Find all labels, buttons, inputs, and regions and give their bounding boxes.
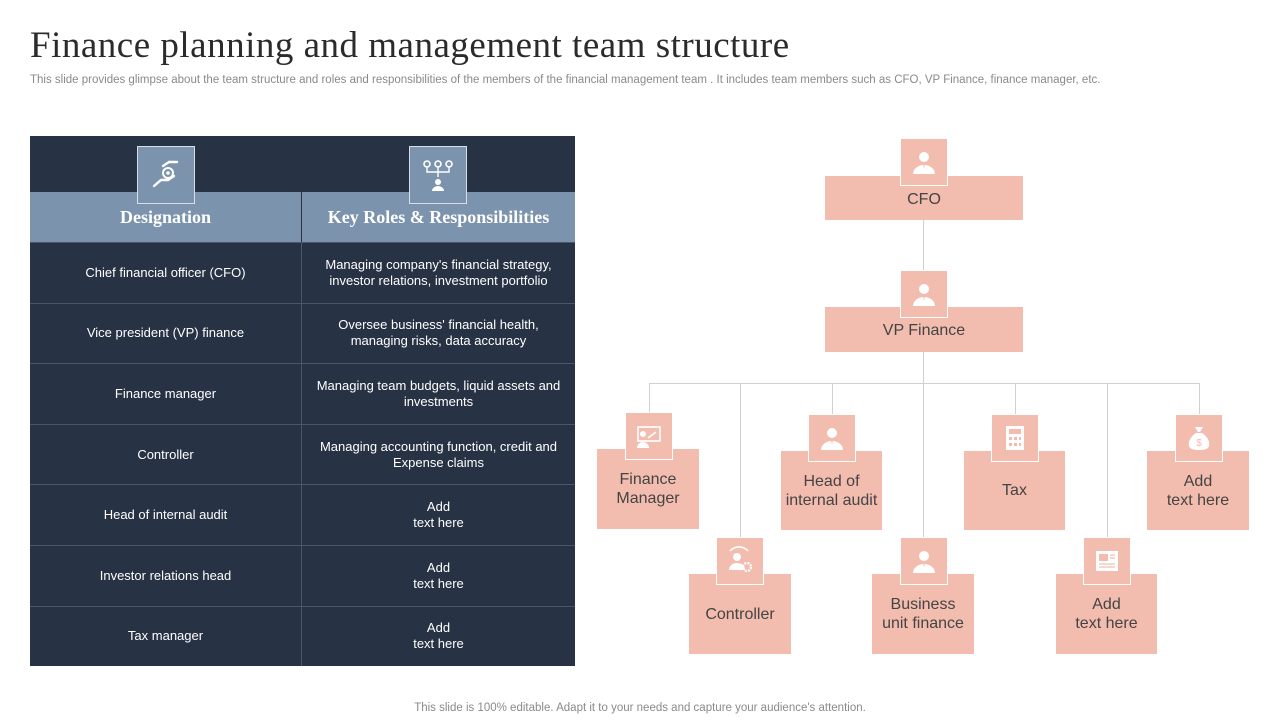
roles-cell: Managing company's financial strategy, i… <box>325 256 552 288</box>
hand-gear-icon <box>137 146 195 204</box>
connector-head-audit <box>832 383 833 414</box>
roles-cell: Oversee business' financial health, mana… <box>338 317 539 349</box>
designation-cell: Head of internal audit <box>30 485 302 545</box>
designation-cell: Chief financial officer (CFO) <box>30 243 302 303</box>
page-subtitle: This slide provides glimpse about the te… <box>30 74 1101 86</box>
page-title: Finance planning and management team str… <box>30 25 790 66</box>
org-node-label: Business unit finance <box>882 596 964 632</box>
person-icon <box>900 537 948 585</box>
person-icon <box>900 138 948 186</box>
connector-finance-manager <box>649 383 650 413</box>
designation-cell: Investor relations head <box>30 545 302 606</box>
org-node-label: Controller <box>705 605 775 623</box>
roles-cell: Add text here <box>413 559 464 591</box>
roles-cell: Managing team budgets, liquid assets and… <box>316 377 561 409</box>
table-header: Designation Key Roles & Responsibilities <box>30 192 575 242</box>
person-icon <box>900 270 948 318</box>
roles-cell: Add text here <box>413 620 464 652</box>
roles-header: Key Roles & Responsibilities <box>327 206 550 227</box>
org-node-business-unit-finance: Business unit finance <box>872 574 974 654</box>
org-node-label: Tax <box>1002 482 1027 499</box>
org-node-vp-label: VP Finance <box>882 322 966 339</box>
org-node-add-text-bottom: Add text here <box>1056 574 1157 654</box>
connector-cfo-vp <box>923 220 924 270</box>
designation-cell: Vice president (VP) finance <box>30 303 302 364</box>
org-node-head-internal-audit: Head of internal audit <box>781 451 882 530</box>
person-icon <box>808 414 856 462</box>
org-node-vp-finance: VP Finance <box>825 307 1023 352</box>
org-node-add-text-top: Add text here <box>1147 451 1249 530</box>
designation-cell: Controller <box>30 424 302 485</box>
footer-note: This slide is 100% editable. Adapt it to… <box>414 702 866 714</box>
table-row: Investor relations head Add text here <box>30 544 575 606</box>
org-node-finance-manager: Finance Manager <box>597 449 699 529</box>
roles-table: Designation Key Roles & Responsibilities… <box>30 136 575 667</box>
table-row: Tax manager Add text here <box>30 605 575 667</box>
org-node-cfo-label: CFO <box>907 190 941 208</box>
org-node-label: Add text here <box>1166 472 1230 509</box>
table-row: Finance manager Managing team budgets, li… <box>30 363 575 424</box>
table-row: Chief financial officer (CFO) Managing co… <box>30 242 575 303</box>
chart-report-icon <box>1083 537 1131 585</box>
person-gear-icon <box>716 537 764 585</box>
table-row: Controller Managing accounting function, … <box>30 423 575 485</box>
roles-cell: Managing accounting function, credit and… <box>319 438 558 470</box>
connector-add-bottom <box>1107 383 1108 537</box>
roles-cell: Add text here <box>413 499 464 531</box>
org-node-controller: Controller <box>689 574 791 654</box>
org-node-tax: Tax <box>964 451 1065 530</box>
money-bag-icon: $ <box>1175 414 1223 462</box>
table-row: Vice president (VP) finance Oversee busin… <box>30 302 575 364</box>
org-node-label: Finance Manager <box>616 471 680 507</box>
connector-tax <box>1015 383 1016 414</box>
org-node-label: Add text here <box>1075 596 1138 632</box>
designation-header: Designation <box>30 192 302 242</box>
table-body: Chief financial officer (CFO) Managing co… <box>30 242 575 667</box>
org-node-label: Head of internal audit <box>785 472 878 509</box>
connector-vp-trunk <box>923 352 924 538</box>
designation-cell: Finance manager <box>30 364 302 424</box>
presenter-icon <box>625 412 673 460</box>
table-row: Head of internal audit Add text here <box>30 484 575 545</box>
svg-text:$: $ <box>1196 438 1202 449</box>
designation-cell: Tax manager <box>30 606 302 667</box>
network-person-icon <box>409 146 467 204</box>
connector-add-top <box>1199 383 1200 414</box>
connector-horizontal <box>649 383 1200 384</box>
calculator-icon <box>991 414 1039 462</box>
connector-controller <box>740 383 741 537</box>
